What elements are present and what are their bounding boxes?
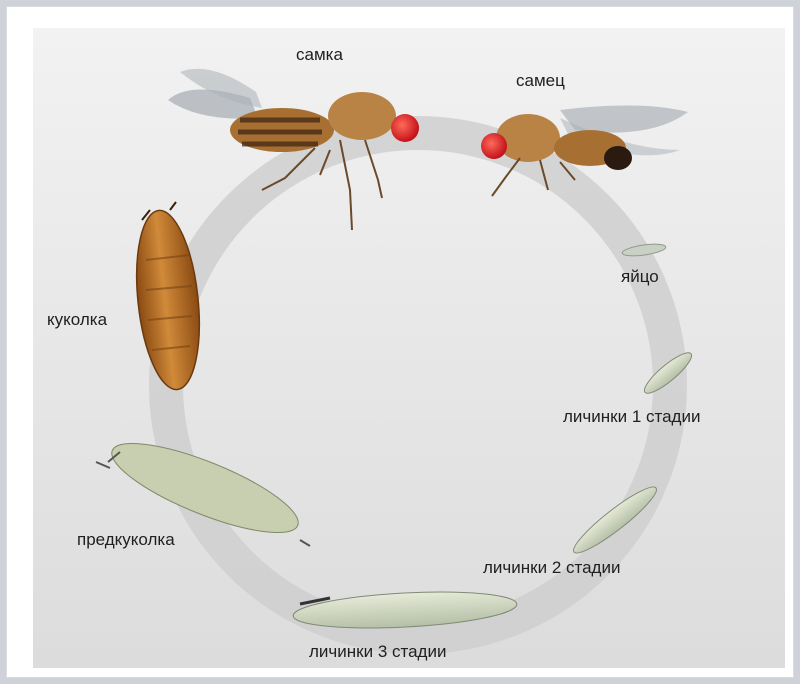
larva-stage-3-label: личинки 3 стадии — [309, 642, 446, 662]
larva-stage-1-label: личинки 1 стадии — [563, 407, 700, 427]
pupa-label: куколка — [47, 310, 107, 330]
egg-label: яйцо — [621, 267, 659, 287]
larva-stage-2-label: личинки 2 стадии — [483, 558, 620, 578]
male-label: самец — [516, 71, 565, 91]
pupa-image — [129, 202, 207, 393]
female-label: самка — [296, 45, 343, 65]
prepupa-label: предкуколка — [77, 530, 175, 550]
